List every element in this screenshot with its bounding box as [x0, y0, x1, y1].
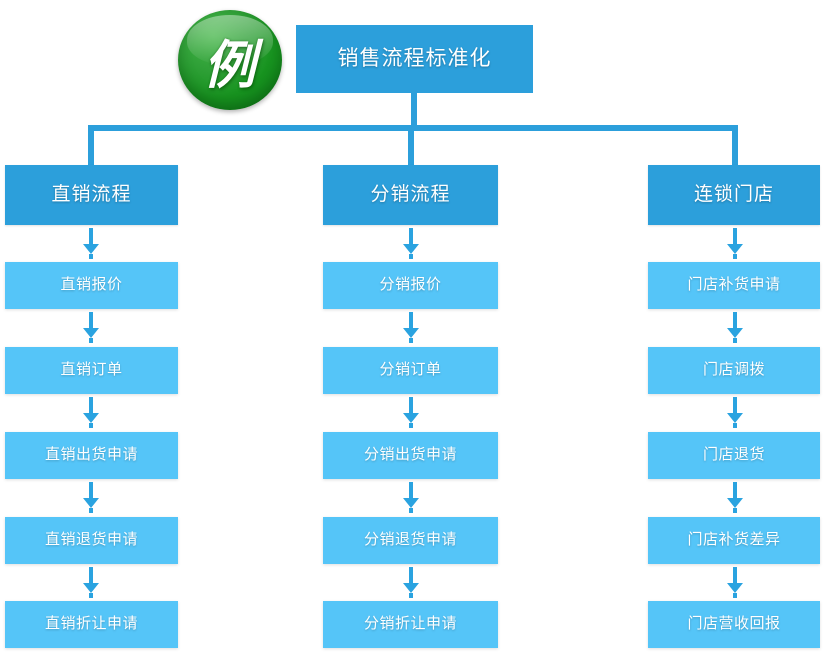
step-node-1-5[interactable]: 直销折让申请: [5, 601, 178, 648]
column-header-1-label: 直销流程: [51, 183, 132, 205]
step-node-1-1[interactable]: 直销报价: [5, 262, 178, 309]
connector-root-stem: [411, 93, 417, 128]
arrow-col3-step1: [727, 228, 743, 259]
step-node-3-3[interactable]: 门店退货: [648, 432, 820, 479]
step-node-3-3-label: 门店退货: [702, 446, 765, 464]
arrow-col2-step3: [403, 397, 419, 428]
step-node-3-5-label: 门店营收回报: [687, 615, 781, 633]
connector-drop-column-1: [88, 125, 94, 167]
column-header-1[interactable]: 直销流程: [5, 165, 178, 225]
connector-drop-column-2: [408, 125, 414, 167]
arrow-col1-step2: [83, 312, 99, 343]
step-node-1-2[interactable]: 直销订单: [5, 347, 178, 394]
step-node-2-1[interactable]: 分销报价: [323, 262, 498, 309]
step-node-1-3[interactable]: 直销出货申请: [5, 432, 178, 479]
step-node-3-2-label: 门店调拨: [702, 361, 765, 379]
root-node-sales-process-standardization[interactable]: 销售流程标准化: [296, 25, 533, 93]
column-header-3[interactable]: 连锁门店: [648, 165, 820, 225]
step-node-3-4[interactable]: 门店补货差异: [648, 517, 820, 564]
arrow-col1-step1: [83, 228, 99, 259]
arrow-col3-step5: [727, 567, 743, 598]
step-node-3-1-label: 门店补货申请: [687, 276, 781, 294]
connector-drop-column-3: [732, 125, 738, 167]
arrow-col2-step1: [403, 228, 419, 259]
step-node-2-2-label: 分销订单: [379, 361, 442, 379]
arrow-col3-step3: [727, 397, 743, 428]
step-node-1-4-label: 直销退货申请: [44, 531, 138, 549]
step-node-1-2-label: 直销订单: [60, 361, 123, 379]
step-node-1-3-label: 直销出货申请: [44, 446, 138, 464]
arrow-col3-step4: [727, 482, 743, 513]
column-header-2[interactable]: 分销流程: [323, 165, 498, 225]
step-node-2-3[interactable]: 分销出货申请: [323, 432, 498, 479]
step-node-3-2[interactable]: 门店调拨: [648, 347, 820, 394]
step-node-1-1-label: 直销报价: [60, 276, 123, 294]
step-node-2-1-label: 分销报价: [379, 276, 442, 294]
step-node-1-4[interactable]: 直销退货申请: [5, 517, 178, 564]
step-node-2-4[interactable]: 分销退货申请: [323, 517, 498, 564]
step-node-3-1[interactable]: 门店补货申请: [648, 262, 820, 309]
step-node-2-2[interactable]: 分销订单: [323, 347, 498, 394]
arrow-col1-step4: [83, 482, 99, 513]
column-header-3-label: 连锁门店: [693, 183, 774, 205]
step-node-2-4-label: 分销退货申请: [363, 531, 457, 549]
root-node-label: 销售流程标准化: [337, 47, 492, 71]
arrow-col1-step3: [83, 397, 99, 428]
example-badge: 例: [178, 10, 282, 110]
step-node-3-5[interactable]: 门店营收回报: [648, 601, 820, 648]
arrow-col2-step4: [403, 482, 419, 513]
column-header-2-label: 分销流程: [370, 183, 451, 205]
example-badge-label: 例: [203, 36, 257, 95]
step-node-3-4-label: 门店补货差异: [687, 531, 781, 549]
arrow-col2-step5: [403, 567, 419, 598]
arrow-col2-step2: [403, 312, 419, 343]
arrow-col3-step2: [727, 312, 743, 343]
step-node-2-3-label: 分销出货申请: [363, 446, 457, 464]
step-node-1-5-label: 直销折让申请: [44, 615, 138, 633]
step-node-2-5-label: 分销折让申请: [363, 615, 457, 633]
step-node-2-5[interactable]: 分销折让申请: [323, 601, 498, 648]
arrow-col1-step5: [83, 567, 99, 598]
